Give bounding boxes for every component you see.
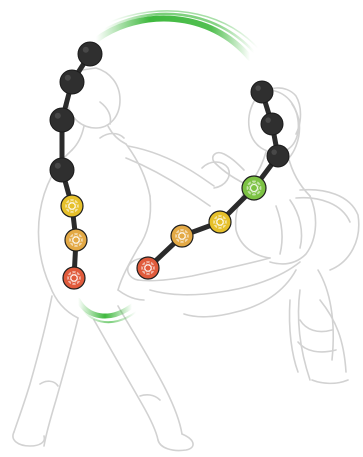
crown-node-icon — [251, 81, 273, 103]
crown-node-icon — [78, 42, 102, 66]
solar-plexus-node-icon — [61, 195, 83, 217]
standing-figure-chakra-chain — [50, 42, 102, 289]
sacral-node-icon — [65, 229, 87, 251]
seated-figure-drawing — [128, 88, 316, 317]
third-eye-node-icon — [60, 70, 84, 94]
heart-node-icon — [242, 176, 266, 200]
standing-figure-drawing — [13, 68, 214, 451]
solar-plexus-node-icon — [209, 211, 231, 233]
seated-figure-chakra-chain — [137, 81, 289, 279]
root-node-icon — [63, 267, 85, 289]
heart-node-icon — [50, 158, 74, 182]
throat-node-icon — [267, 145, 289, 167]
lower-energy-arc-icon — [78, 300, 136, 322]
root-node-icon — [137, 257, 159, 279]
sacral-node-icon — [171, 225, 193, 247]
throat-node-icon — [50, 108, 74, 132]
upper-energy-arc-icon — [96, 11, 258, 58]
third-eye-node-icon — [261, 113, 283, 135]
